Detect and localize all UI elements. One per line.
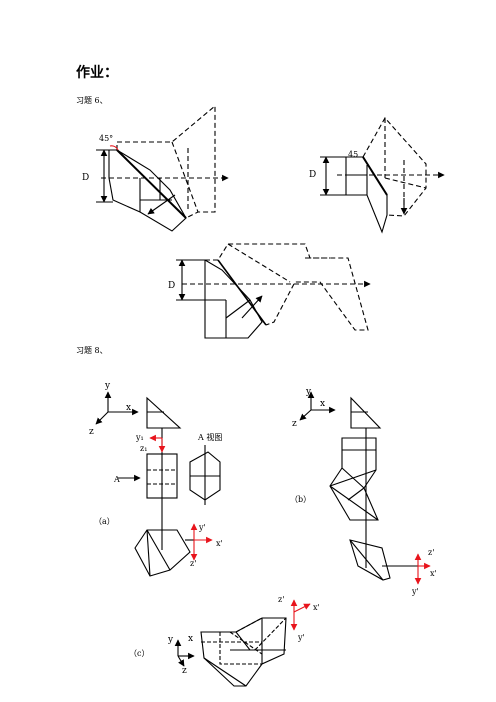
ex8c-xp: x' xyxy=(313,603,320,612)
ex6-fig2-angle: 45 xyxy=(348,150,358,159)
ex8a-view-label: A 视图 xyxy=(197,432,222,442)
ex8c-caption: （c） xyxy=(129,649,149,658)
ex8a-x: x xyxy=(126,403,131,413)
ex8a-caption: （a） xyxy=(94,517,115,526)
ex8b-zp: z' xyxy=(428,548,434,557)
ex8a-zp: z' xyxy=(190,559,196,568)
ex8b-y: y xyxy=(305,387,312,397)
ex6-fig2-dim: D xyxy=(309,170,316,180)
ex8c-x: x xyxy=(188,634,193,644)
ex8a-arrow-label: A xyxy=(113,475,120,484)
ex8-figure-b xyxy=(299,391,431,585)
ex8-figure-a xyxy=(95,391,221,577)
ex8a-yp: y' xyxy=(198,523,206,532)
ex6-figure-1 xyxy=(96,104,229,232)
ex8c-z: z xyxy=(182,666,187,676)
ex8a-y1: y₁ xyxy=(135,433,144,442)
ex8c-yp: y' xyxy=(297,633,305,642)
ex8c-zp: z' xyxy=(278,595,284,604)
exercise-6-label: 习题 6、 xyxy=(76,96,108,105)
ex8c-y: y xyxy=(167,635,174,645)
ex8a-xp: x' xyxy=(216,539,223,548)
ex8b-z: z xyxy=(292,419,297,429)
ex6-fig1-angle: 45° xyxy=(99,134,113,143)
ex6-fig1-dim: D xyxy=(82,173,89,183)
ex6-figure-3 xyxy=(176,243,371,339)
ex6-fig3-dim: D xyxy=(168,281,175,291)
page-heading: 作业： xyxy=(76,65,118,81)
ex6-figure-2 xyxy=(320,117,445,234)
exercise-8-label: 习题 8、 xyxy=(76,346,108,355)
ex8a-z: z xyxy=(89,427,94,437)
ex8b-caption: （b） xyxy=(290,495,311,504)
ex8-figure-c xyxy=(174,599,311,687)
ex8b-yp: y' xyxy=(411,587,419,596)
ex8b-x: x xyxy=(320,399,325,409)
ex8a-z1: z₁ xyxy=(140,444,147,453)
ex8b-xp: x' xyxy=(430,569,437,578)
ex8a-y: y xyxy=(104,381,111,391)
